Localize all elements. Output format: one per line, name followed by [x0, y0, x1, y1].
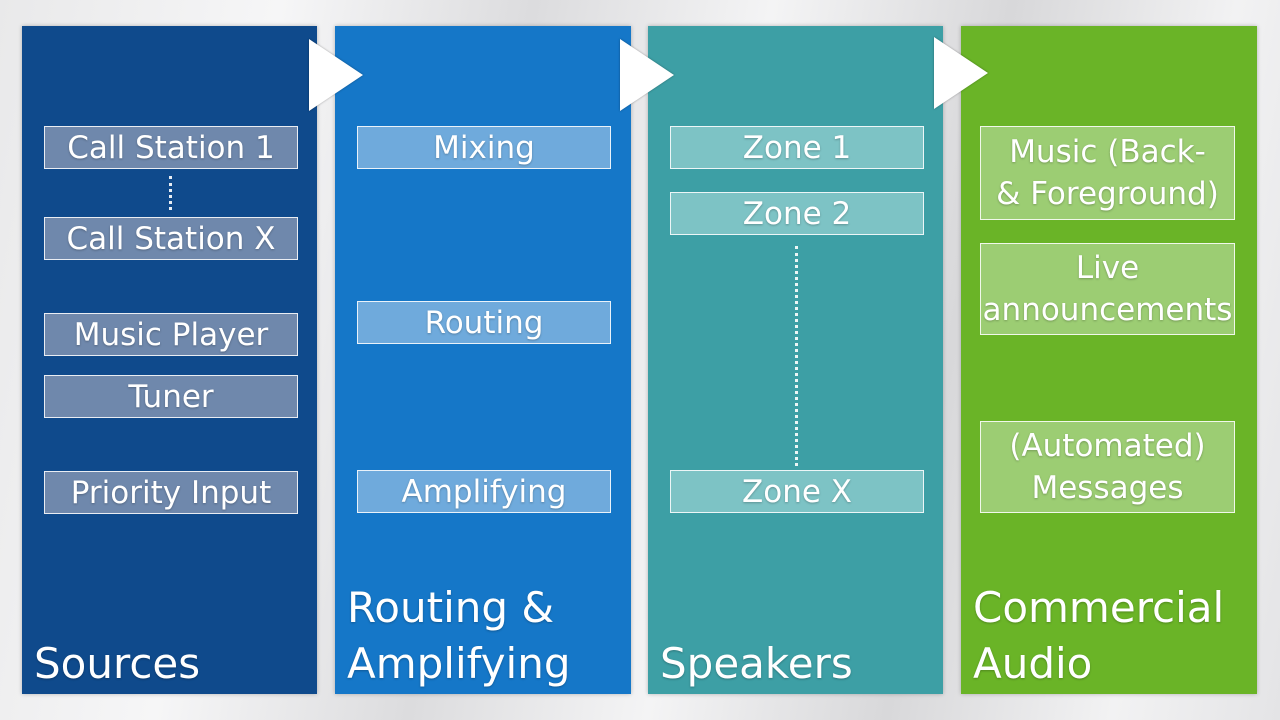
commercial-messages-line1: (Automated) — [1009, 428, 1206, 464]
source-music-player: Music Player — [44, 313, 298, 356]
commercial-music-line2: & Foreground) — [996, 176, 1219, 212]
commercial-live-line2: announcements — [982, 292, 1233, 328]
routing-column: Mixing Routing Amplifying Routing & Ampl… — [335, 26, 631, 694]
commercial-title-line2: Audio — [973, 639, 1093, 688]
sources-title: Sources — [34, 639, 201, 688]
routing-routing: Routing — [357, 301, 611, 344]
speaker-zone-1: Zone 1 — [670, 126, 924, 169]
routing-mixing: Mixing — [357, 126, 611, 169]
commercial-live-line1: Live — [1075, 250, 1140, 286]
commercial-music: Music (Back- & Foreground) — [980, 126, 1235, 220]
sources-column: Call Station 1 Call Station X Music Play… — [22, 26, 317, 694]
speakers-ellipsis-dots — [795, 246, 798, 466]
commercial-title: Commercial Audio — [973, 580, 1224, 692]
commercial-messages-line2: Messages — [1031, 470, 1184, 506]
commercial-title-line1: Commercial — [973, 583, 1225, 632]
flow-arrow-right-icon — [309, 39, 363, 111]
routing-amplifying: Amplifying — [357, 470, 611, 513]
speakers-column: Zone 1 Zone 2 Zone X Speakers — [648, 26, 943, 694]
flow-arrow-right-icon — [934, 37, 988, 109]
routing-title: Routing & Amplifying — [347, 580, 571, 692]
source-tuner: Tuner — [44, 375, 298, 418]
commercial-live-announcements: Live announcements — [980, 243, 1235, 335]
sources-ellipsis-dots — [169, 176, 172, 210]
commercial-automated-messages: (Automated) Messages — [980, 421, 1235, 513]
speaker-zone-2: Zone 2 — [670, 192, 924, 235]
routing-title-line1: Routing & — [347, 583, 555, 632]
flow-arrow-right-icon — [620, 39, 674, 111]
source-call-station-1: Call Station 1 — [44, 126, 298, 169]
commercial-column: Music (Back- & Foreground) Live announce… — [961, 26, 1257, 694]
speakers-title: Speakers — [660, 639, 853, 688]
speaker-zone-x: Zone X — [670, 470, 924, 513]
routing-title-line2: Amplifying — [347, 639, 571, 688]
source-call-station-x: Call Station X — [44, 217, 298, 260]
source-priority-input: Priority Input — [44, 471, 298, 514]
commercial-music-line1: Music (Back- — [1009, 134, 1206, 170]
